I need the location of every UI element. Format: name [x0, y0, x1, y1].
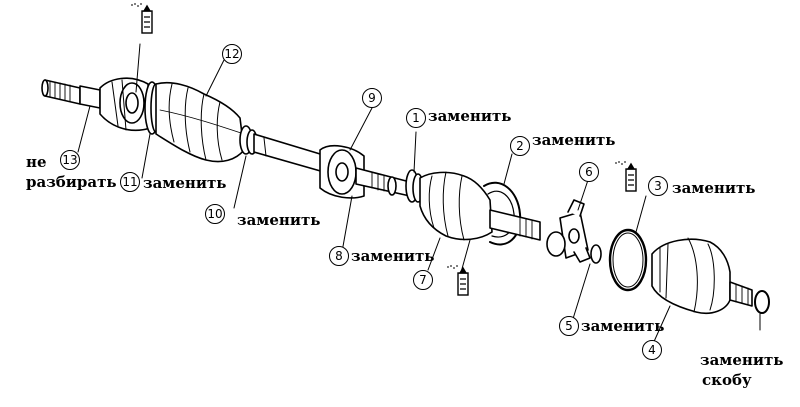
grease-tube-icon: [615, 161, 637, 192]
clip-note-line2: скобу: [702, 371, 752, 389]
callout-6: 6: [579, 162, 599, 182]
callout-11: 11: [120, 172, 140, 192]
snap-ring: [590, 244, 602, 264]
callout-4: 4: [642, 340, 662, 360]
inner-shaft-end: [489, 209, 541, 241]
o-ring: [608, 228, 648, 292]
note-13-line1: не: [26, 153, 47, 171]
note-13-line2: разбирать: [26, 173, 117, 191]
inner-boot: [419, 171, 493, 241]
callout-7: 7: [413, 270, 433, 290]
inner-large-clamp: [483, 181, 522, 246]
grease-tube-icon: [131, 3, 153, 34]
callout-13: 13: [60, 150, 80, 170]
outer-cv-joint: [99, 77, 151, 132]
tripod-joint: [546, 199, 591, 263]
note-2: заменить: [532, 131, 616, 149]
grease-tube-icon: [447, 265, 469, 296]
callout-2: 2: [510, 136, 530, 156]
end-clip-ring: [754, 290, 770, 314]
note-8: заменить: [351, 247, 435, 265]
callout-3: 3: [648, 176, 668, 196]
callout-10: 10: [205, 204, 225, 224]
callout-8: 8: [329, 246, 349, 266]
note-5: заменить: [581, 317, 665, 335]
clip-note-line1: заменить: [700, 351, 784, 369]
leader-lines: [77, 43, 761, 347]
callout-9: 9: [362, 88, 382, 108]
tulip-housing: [651, 237, 753, 315]
note-1: заменить: [428, 107, 512, 125]
note-3: заменить: [672, 179, 756, 197]
callout-1: 1: [406, 108, 426, 128]
callout-5: 5: [559, 316, 579, 336]
outer-boot: [155, 81, 245, 163]
note-11: заменить: [143, 174, 227, 192]
outer-splined-stub: [41, 79, 101, 109]
callout-12: 12: [222, 44, 242, 64]
note-10: заменить: [237, 211, 321, 229]
circlip-8: [387, 176, 397, 196]
